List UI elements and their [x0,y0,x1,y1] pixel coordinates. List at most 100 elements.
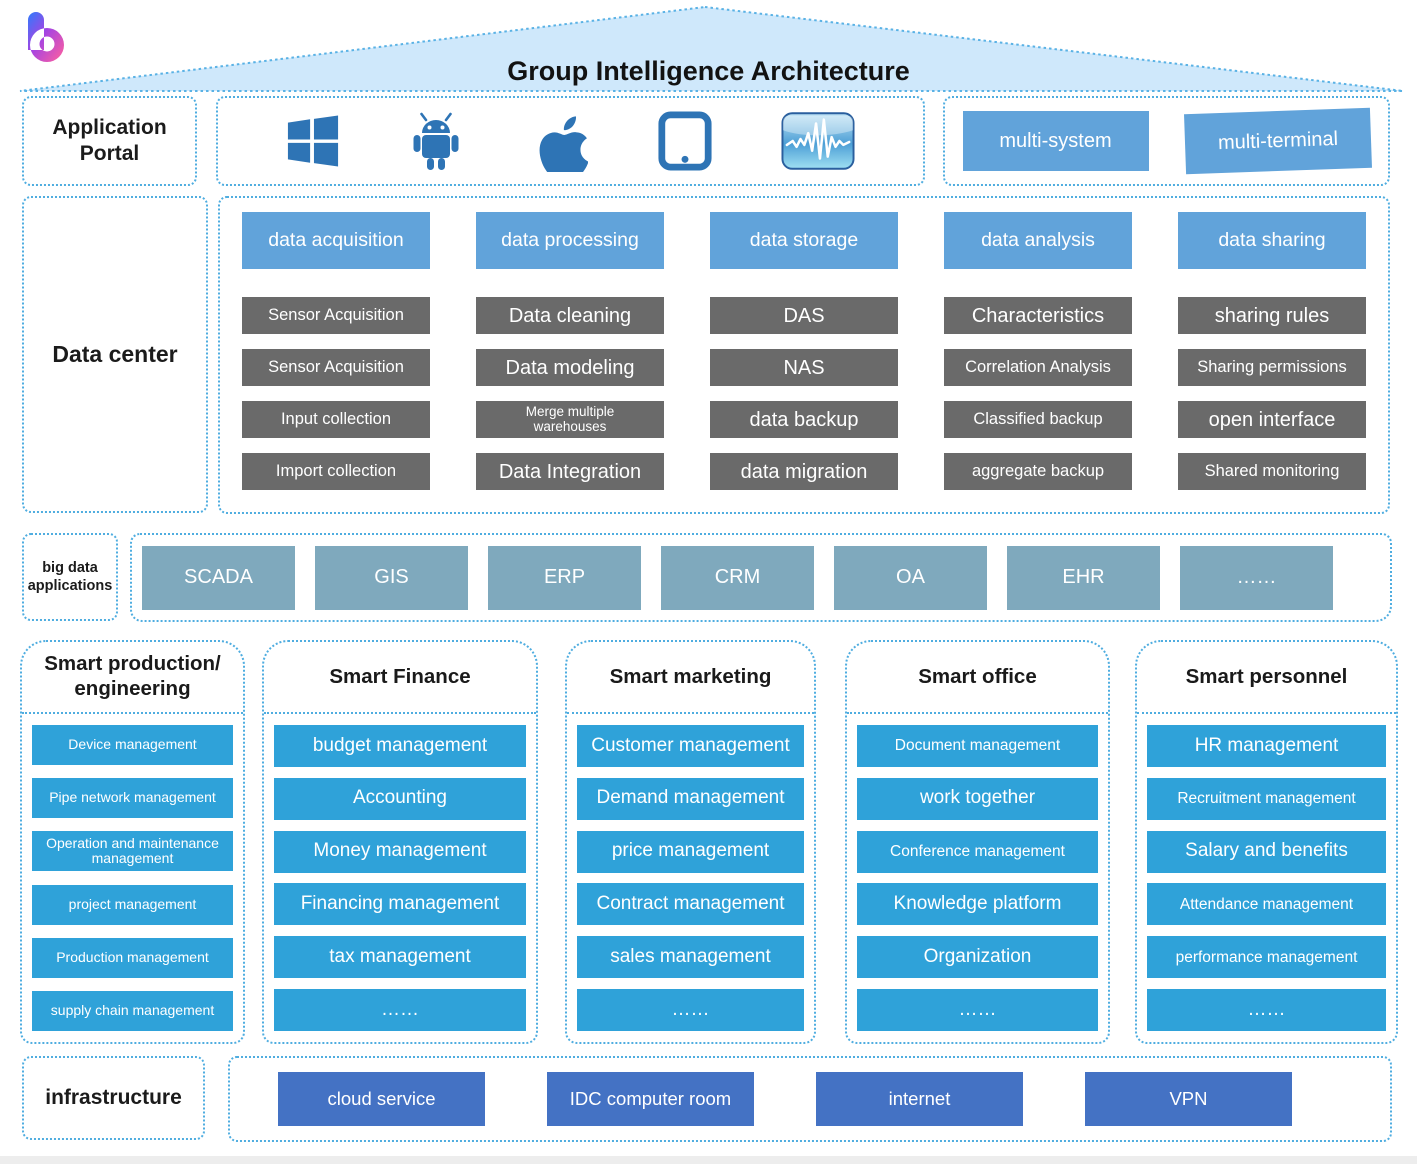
smart-office-section: Smart office Document management work to… [845,640,1110,1044]
data-center-item: Input collection [242,401,430,438]
smart-marketing-section: Smart marketing Customer management Dema… [565,640,816,1044]
smart-item: Device management [32,725,233,765]
column-header: data acquisition [242,212,430,269]
android-icon [413,112,459,170]
app-crm: CRM [661,545,814,610]
smart-item: Recruitment management [1147,777,1386,820]
smart-item: Accounting [274,777,526,820]
data-center-item: Data modeling [476,349,664,386]
data-center-item: Import collection [242,453,430,490]
column-header: data processing [476,212,664,269]
smart-item: Attendance management [1147,883,1386,926]
column-header: data analysis [944,212,1132,269]
smart-item: …… [577,988,804,1031]
footer-band [0,1156,1417,1164]
big-data-applications-label-text: big data applications [27,559,113,594]
data-processing-column: data processing Data cleaning Data model… [476,212,664,512]
smart-item: …… [1147,988,1386,1031]
section-items: budget management Accounting Money manag… [264,714,536,1042]
app-gis: GIS [315,545,468,610]
smart-item: Knowledge platform [857,883,1098,926]
data-center-label-text: Data center [52,341,178,368]
infrastructure-label: infrastructure [22,1056,205,1140]
smart-item: price management [577,830,804,873]
brand-logo-icon [28,12,64,62]
application-portal-label: Application Portal [22,96,197,186]
data-center-item: Correlation Analysis [944,349,1132,386]
data-center-label: Data center [22,196,208,513]
data-center-item: Characteristics [944,297,1132,334]
windows-icon [288,115,339,167]
smart-item: Salary and benefits [1147,830,1386,873]
big-data-applications-box: SCADA GIS ERP CRM OA EHR …… [130,533,1392,622]
smart-item: work together [857,777,1098,820]
data-center-item: Shared monitoring [1178,453,1366,490]
tablet-icon [658,111,712,171]
app-scada: SCADA [142,545,295,610]
smart-item: HR management [1147,725,1386,767]
data-center-item: aggregate backup [944,453,1132,490]
data-center-item: Data cleaning [476,297,664,334]
data-center-item: DAS [710,297,898,334]
infra-cloud-service: cloud service [278,1072,485,1126]
app-oa: OA [834,545,987,610]
data-center-box: data acquisition Sensor Acquisition Sens… [218,196,1390,514]
data-center-item: Classified backup [944,401,1132,438]
smart-item: Financing management [274,883,526,926]
data-center-item: Data Integration [476,453,664,490]
smart-item: Demand management [577,777,804,820]
app-erp: ERP [488,545,641,610]
smart-item: Pipe network management [32,778,233,819]
smart-item: Production management [32,937,233,978]
application-portal-label-text: Application Portal [52,115,167,165]
waveform-monitor-icon [781,112,855,170]
apple-icon [540,116,589,172]
app-more: …… [1180,545,1333,610]
infra-idc-computer-room: IDC computer room [547,1072,754,1126]
smart-item: budget management [274,725,526,767]
data-center-item: NAS [710,349,898,386]
infrastructure-box: cloud service IDC computer room internet… [228,1056,1392,1142]
smart-item: Conference management [857,830,1098,873]
smart-item: …… [274,988,526,1031]
data-center-item: Sensor Acquisition [242,349,430,386]
section-items: HR management Recruitment management Sal… [1137,714,1396,1042]
infrastructure-label-text: infrastructure [45,1085,182,1109]
section-title: Smart office [847,642,1108,714]
data-center-item: sharing rules [1178,297,1366,334]
section-title: Smart personnel [1137,642,1396,714]
smart-production-section: Smart production/ engineering Device man… [20,640,245,1044]
smart-item: …… [857,988,1098,1031]
section-items: Customer management Demand management pr… [567,714,814,1042]
smart-item: Document management [857,725,1098,767]
column-header: data storage [710,212,898,269]
data-analysis-column: data analysis Characteristics Correlatio… [944,212,1132,512]
section-items: Document management work together Confer… [847,714,1108,1042]
multi-buttons-box: multi-system multi-terminal [943,96,1390,186]
section-items: Device management Pipe network managemen… [22,714,243,1042]
data-sharing-column: data sharing sharing rules Sharing permi… [1178,212,1366,512]
infra-internet: internet [816,1072,1023,1126]
data-center-item: Sensor Acquisition [242,297,430,334]
smart-item: Contract management [577,883,804,926]
multi-system-box: multi-system [962,111,1149,171]
smart-item: performance management [1147,936,1386,979]
data-storage-column: data storage DAS NAS data backup data mi… [710,212,898,512]
page-title: Group Intelligence Architecture [507,56,910,86]
smart-item: Operation and maintenance management [32,831,233,872]
big-data-applications-label: big data applications [22,533,118,621]
smart-item: Organization [857,936,1098,979]
multi-terminal-box: multi-terminal [1183,107,1372,175]
data-center-item: Merge multiple warehouses [476,401,664,438]
app-ehr: EHR [1007,545,1160,610]
smart-item: sales management [577,936,804,979]
column-header: data sharing [1178,212,1366,269]
smart-item: tax management [274,936,526,979]
infra-vpn: VPN [1085,1072,1292,1126]
smart-item: Money management [274,830,526,873]
data-acquisition-column: data acquisition Sensor Acquisition Sens… [242,212,430,512]
data-center-item: data migration [710,453,898,490]
smart-item: supply chain management [32,990,233,1031]
roof-banner [19,5,1404,92]
smart-item: Customer management [577,725,804,767]
